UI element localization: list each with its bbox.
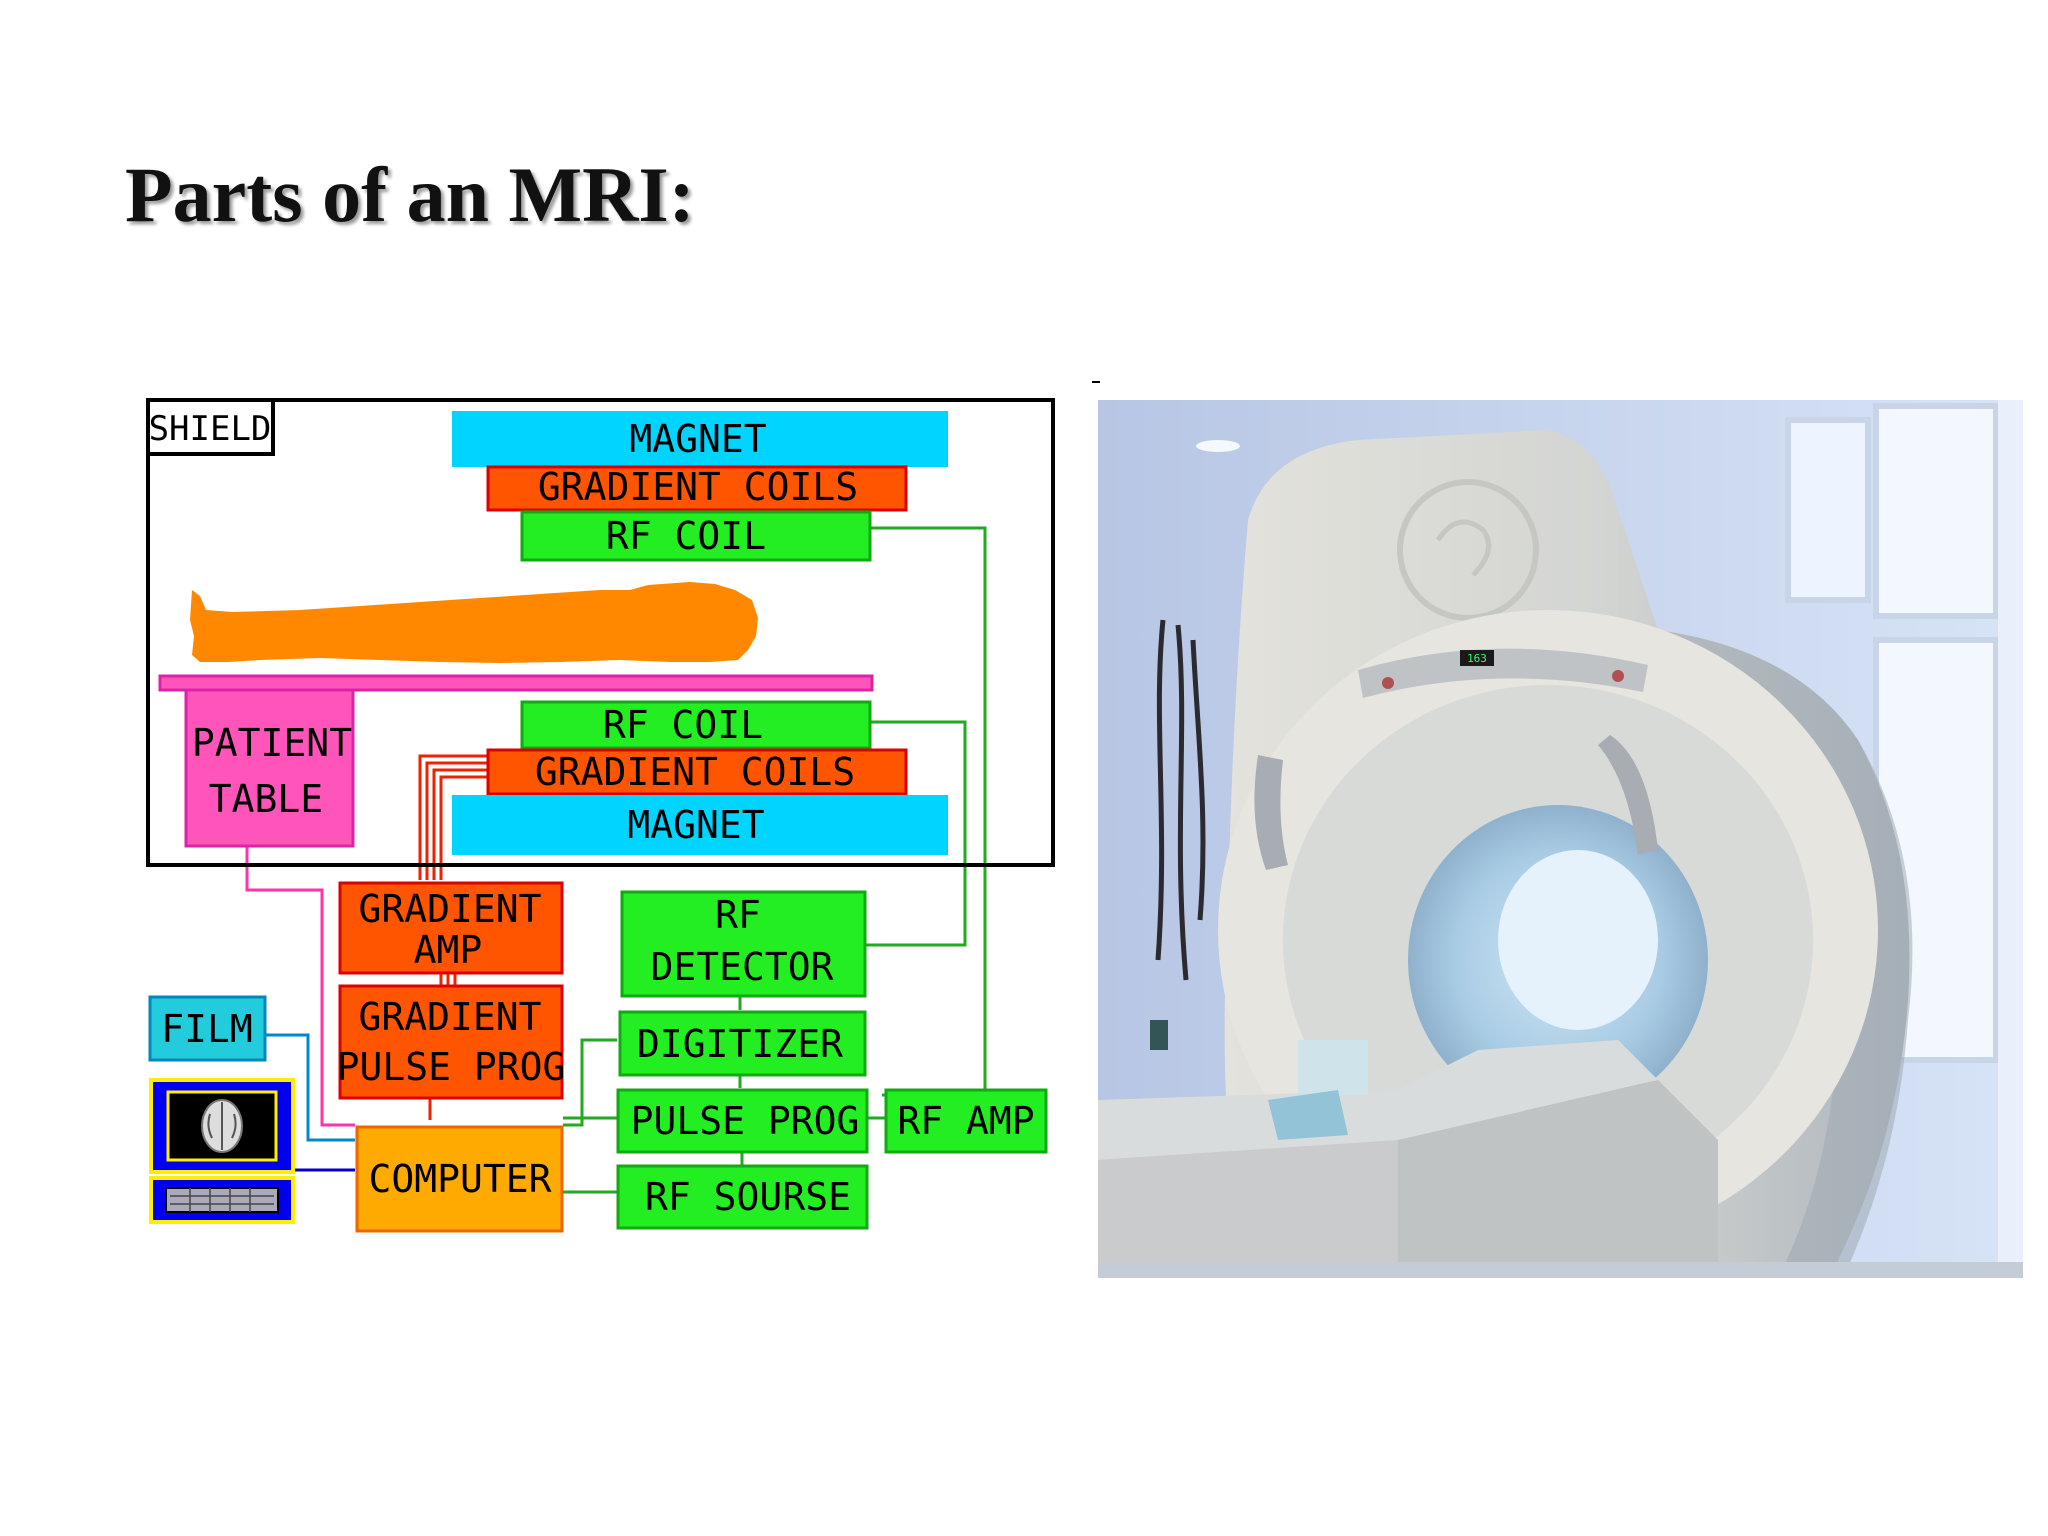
wire-film-to-computer <box>265 1033 355 1142</box>
slide-title: Parts of an MRI: <box>125 151 695 238</box>
connection-lines <box>245 526 987 1194</box>
patient-table-top <box>158 674 874 692</box>
computer-label: COMPUTER <box>368 1157 551 1201</box>
svg-text:163: 163 <box>1467 652 1487 665</box>
rf-source-label: RF SOURSE <box>645 1175 851 1219</box>
digitizer <box>618 1010 867 1077</box>
rf-amp-label: RF AMP <box>897 1099 1034 1143</box>
gradient-coils-top <box>486 465 908 512</box>
gradient-pulse-prog-label-1: GRADIENT <box>358 995 541 1039</box>
rf-source <box>616 1164 869 1230</box>
shield-label: SHIELD <box>149 409 272 449</box>
magnet-top <box>452 411 948 467</box>
patient-table-label-1: PATIENT <box>192 721 352 765</box>
computer <box>355 1125 564 1233</box>
rf-amp <box>884 1088 1048 1154</box>
shield-room <box>146 398 1055 867</box>
shield-label-box <box>146 398 275 456</box>
rf-coil-top <box>520 510 872 562</box>
rf-coil-bottom-label: RF COIL <box>603 703 763 747</box>
pulse-prog <box>616 1088 869 1154</box>
gradient-amp-label-2: AMP <box>414 928 483 972</box>
wire-digitizer-to-computer <box>563 1038 617 1127</box>
patient-table-label-2: TABLE <box>209 777 323 821</box>
gradient-coils-top-label: GRADIENT COILS <box>538 465 858 509</box>
magnet-top-label: MAGNET <box>629 417 766 461</box>
wire-rf-coil-bottom-to-detector <box>865 720 967 947</box>
gradient-pulse-prog <box>338 984 564 1100</box>
pulse-prog-label: PULSE PROG <box>631 1099 860 1143</box>
wire-grad-amp-1 <box>418 754 488 880</box>
magnet-bottom <box>452 795 948 855</box>
gradient-amp-label-1: GRADIENT <box>358 887 541 931</box>
rf-detector-label-1: RF <box>715 893 761 937</box>
gradient-coils-bottom-label: GRADIENT COILS <box>535 750 855 794</box>
gradient-amp <box>338 881 564 975</box>
patient-table <box>184 688 355 848</box>
gradient-pulse-prog-label-2: PULSE PROG <box>337 1045 566 1089</box>
rf-detector-label-2: DETECTOR <box>650 945 833 989</box>
film <box>148 995 267 1062</box>
wire-table-to-computer <box>245 845 355 1127</box>
rf-coil-top-label: RF COIL <box>606 514 766 558</box>
wire-grad-amp-3 <box>432 768 488 880</box>
rf-detector <box>620 890 867 998</box>
mri-scanner-photo: 163 <box>1098 400 2023 1278</box>
rf-coil-bottom <box>520 700 872 750</box>
magnet-bottom-label: MAGNET <box>627 803 764 847</box>
film-label: FILM <box>161 1007 253 1051</box>
console-icon <box>149 1078 295 1224</box>
wire-grad-amp-2 <box>425 761 488 880</box>
stray-dash-mark <box>1092 381 1100 383</box>
gradient-coils-bottom <box>486 748 908 796</box>
wire-grad-amp-4 <box>439 775 488 880</box>
digitizer-label: DIGITIZER <box>637 1022 843 1066</box>
patient-silhouette <box>190 582 758 663</box>
